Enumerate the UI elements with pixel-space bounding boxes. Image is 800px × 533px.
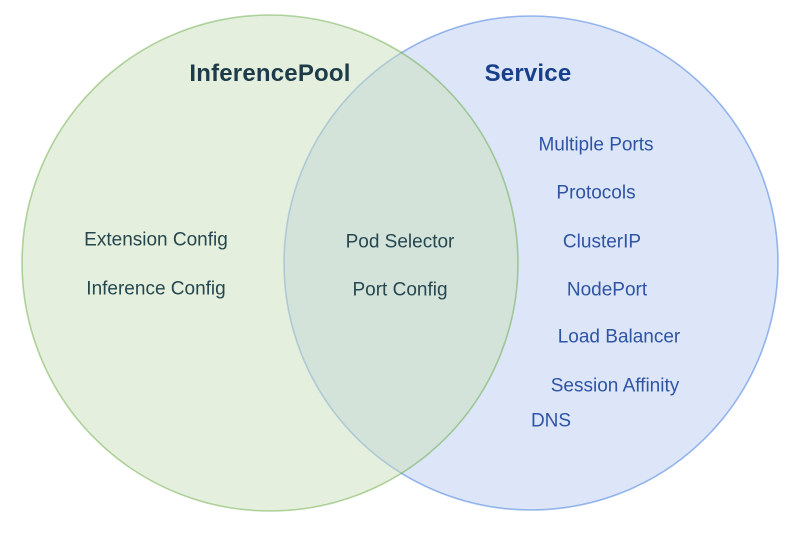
- label-clusterip: ClusterIP: [562, 231, 642, 253]
- inferencepool-title: InferencePool: [189, 60, 351, 87]
- label-extension-config: Extension Config: [84, 229, 228, 251]
- inferencepool-circle: [21, 14, 519, 512]
- label-nodeport: NodePort: [566, 279, 648, 301]
- service-title: Service: [484, 60, 572, 87]
- label-pod-selector: Pod Selector: [345, 231, 455, 253]
- label-protocols: Protocols: [556, 182, 636, 204]
- label-multiple-ports: Multiple Ports: [538, 134, 654, 156]
- label-inference-config: Inference Config: [86, 278, 226, 300]
- label-dns: DNS: [530, 410, 572, 432]
- label-load-balancer: Load Balancer: [557, 326, 681, 348]
- label-session-affinity: Session Affinity: [550, 375, 680, 397]
- label-port-config: Port Config: [352, 279, 448, 301]
